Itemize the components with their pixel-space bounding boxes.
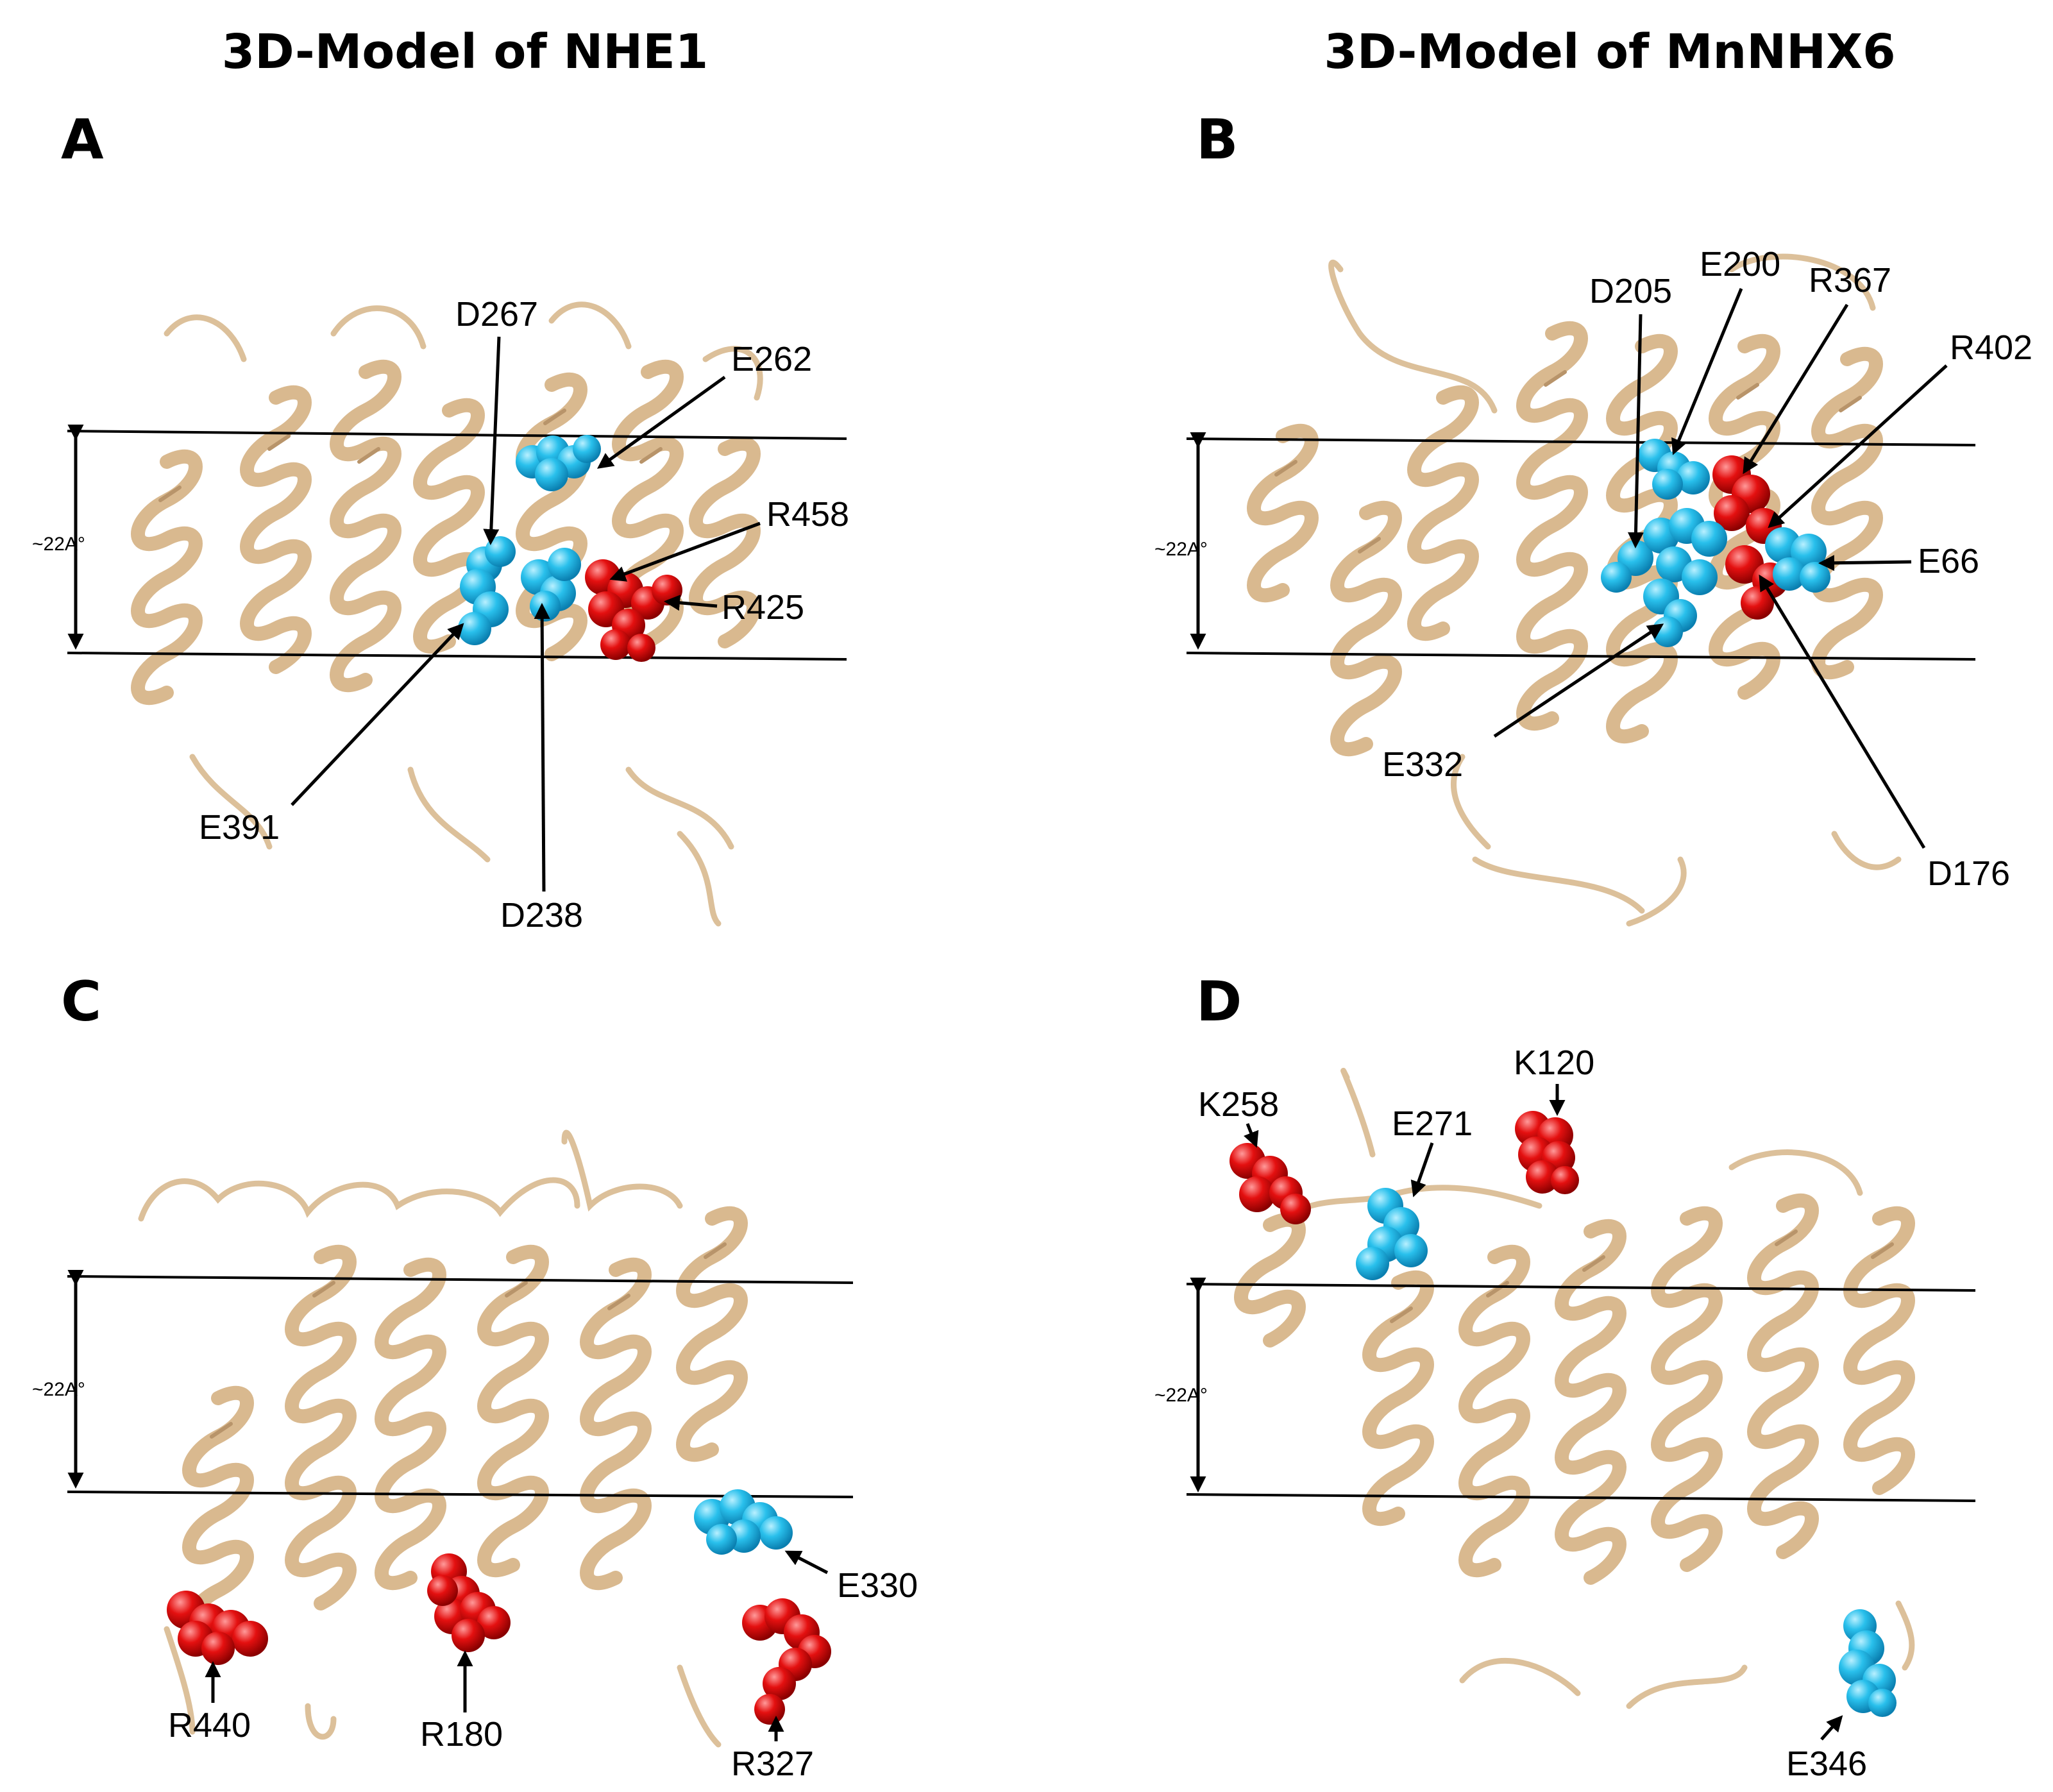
label-k120: K120 <box>1514 1044 1594 1082</box>
pointer-e66 <box>1818 555 1912 571</box>
pointer-d176 <box>1759 574 1926 849</box>
panel-d-distance-label: ~22A° <box>1154 1385 1208 1406</box>
label-e66: E66 <box>1918 542 1979 580</box>
pointer-r367 <box>1743 303 1849 475</box>
label-d267: D267 <box>455 295 538 334</box>
panel-b-membrane-top <box>1186 437 1976 446</box>
panel-b-distance-label: ~22A° <box>1154 539 1208 560</box>
title-mnnhx6: 3D-Model of MnNHX6 <box>1324 24 1896 80</box>
panel-letter-d: D <box>1196 970 1242 1034</box>
panel-a-membrane-bottom <box>67 652 847 661</box>
panel-d-protein <box>1234 1067 1915 1709</box>
label-r402: R402 <box>1950 328 2032 367</box>
label-e346: E346 <box>1786 1745 1867 1783</box>
label-r327: R327 <box>731 1745 814 1783</box>
label-d205: D205 <box>1589 272 1672 310</box>
pointer-e391 <box>291 623 464 806</box>
panel-b-atoms <box>1601 439 1830 647</box>
pointer-e262 <box>596 375 726 469</box>
panel-d-membrane-top <box>1186 1283 1976 1292</box>
pointer-e346 <box>1820 1715 1843 1741</box>
label-e391: E391 <box>199 808 280 847</box>
panel-c-membrane-top <box>67 1275 854 1284</box>
panel-a-distance-label: ~22A° <box>32 534 85 555</box>
panel-c-protein <box>138 1129 748 1748</box>
pointer-k258 <box>1244 1123 1259 1148</box>
panel-c-membrane-bottom <box>67 1491 854 1498</box>
panel-a-membrane-top <box>67 430 847 440</box>
label-r367: R367 <box>1809 261 1891 300</box>
pointer-d205 <box>1627 314 1644 548</box>
pointer-d267 <box>483 336 501 545</box>
panel-c-distance-label: ~22A° <box>32 1379 85 1400</box>
label-d238: D238 <box>500 896 583 934</box>
panel-b-protein <box>1247 253 1902 927</box>
label-r425: R425 <box>722 588 804 627</box>
panel-b-membrane-bottom <box>1186 652 1976 661</box>
label-e262: E262 <box>731 340 812 378</box>
panel-letter-b: B <box>1196 108 1238 172</box>
label-r180: R180 <box>420 1715 503 1754</box>
pointer-e332 <box>1493 623 1664 738</box>
label-r440: R440 <box>168 1706 251 1745</box>
panel-letter-c: C <box>61 970 102 1034</box>
panel-a-atoms <box>458 435 682 662</box>
label-d176: D176 <box>1927 854 2010 893</box>
pointer-r402 <box>1768 364 1948 528</box>
pointer-e200 <box>1671 288 1743 455</box>
pointer-r425 <box>664 595 718 611</box>
pointer-r458 <box>609 521 761 582</box>
label-k258: K258 <box>1198 1085 1279 1124</box>
label-e330: E330 <box>837 1566 918 1605</box>
panel-letter-a: A <box>61 108 104 172</box>
label-r458: R458 <box>766 495 849 534</box>
panel-d-atoms <box>1229 1111 1897 1717</box>
title-nhe1: 3D-Model of NHE1 <box>221 24 709 80</box>
label-e271: E271 <box>1392 1104 1473 1143</box>
pointer-e271 <box>1410 1142 1434 1197</box>
pointer-e330 <box>784 1550 829 1575</box>
panel-d-membrane-bottom <box>1186 1493 1976 1502</box>
label-e200: E200 <box>1700 245 1780 283</box>
label-e332: E332 <box>1382 745 1463 784</box>
pointer-d238 <box>534 603 550 892</box>
panel-c-atoms <box>167 1489 831 1725</box>
